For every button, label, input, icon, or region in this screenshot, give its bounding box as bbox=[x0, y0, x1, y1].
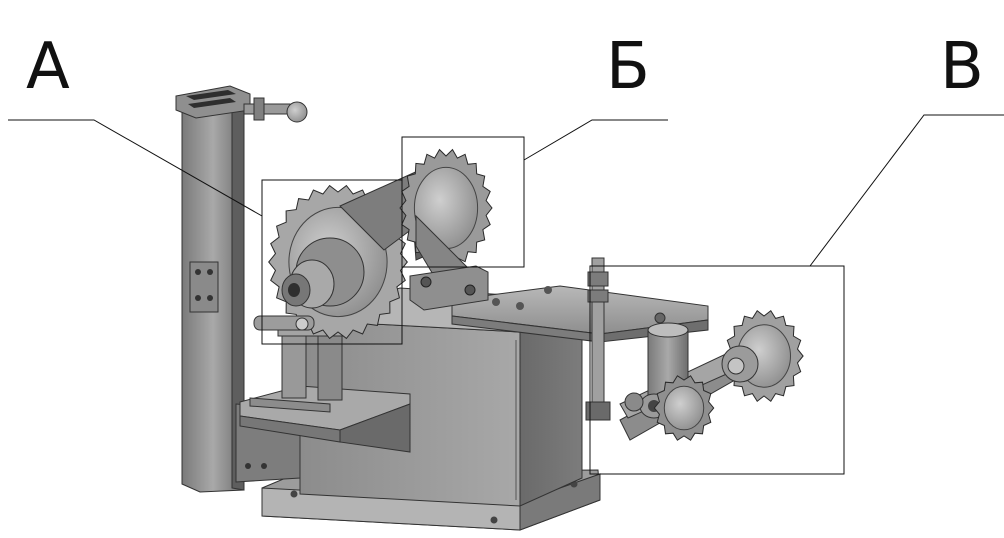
hub-a bbox=[253, 237, 365, 331]
leader-line-v bbox=[809, 114, 1004, 267]
tensioner-hub bbox=[721, 345, 759, 383]
callout-frame-b bbox=[401, 136, 525, 268]
label-a: А bbox=[26, 30, 70, 104]
support-block bbox=[409, 214, 489, 311]
label-b: Б bbox=[606, 30, 650, 104]
leader-line-a bbox=[8, 119, 263, 217]
leader-line-b bbox=[523, 119, 668, 161]
vertical-post bbox=[175, 85, 308, 493]
callout-frame-v bbox=[589, 265, 845, 475]
label-v: В bbox=[940, 30, 984, 104]
sprocket-v-small bbox=[653, 375, 715, 441]
